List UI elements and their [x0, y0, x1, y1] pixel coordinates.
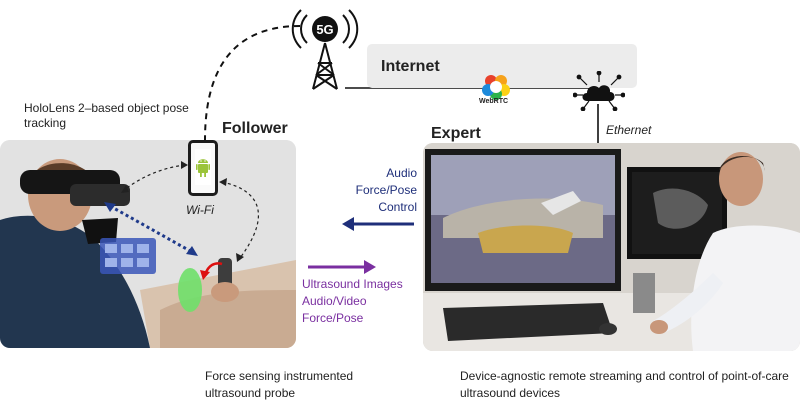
cell-tower-icon: 5G [291, 9, 359, 90]
internet-label: Internet [381, 58, 440, 75]
cloud-network-icon [573, 71, 625, 111]
stream-label-audio: Audio [386, 166, 417, 180]
expert-photo [423, 143, 800, 351]
wifi-link-headset [123, 164, 186, 191]
webrtc-label: WebRTC [479, 98, 509, 105]
stream-label-force-pose: Force/Pose [355, 183, 417, 197]
stream-label-audio-video: Audio/Video [302, 294, 367, 308]
webrtc-logo-icon [482, 75, 510, 100]
cell-label: 5G [316, 22, 333, 37]
wifi-label: Wi-Fi [186, 203, 214, 217]
wifi-link-probe [221, 181, 259, 259]
phone-screen [195, 149, 211, 185]
android-logo-icon [196, 159, 210, 177]
ethernet-label: Ethernet [606, 123, 652, 137]
stream-label-control: Control [378, 200, 417, 214]
follower-title: Follower [222, 120, 288, 137]
follower-photo [0, 140, 296, 348]
expert-title: Expert [431, 125, 481, 142]
to-follower-streams: Audio Force/Pose Control [330, 165, 417, 216]
probe-caption: Force sensing instrumented ultrasound pr… [205, 369, 354, 400]
smartphone-icon [188, 140, 218, 196]
expert-caption: Device-agnostic remote streaming and con… [460, 369, 789, 400]
stream-label-ultrasound-images: Ultrasound Images [302, 277, 403, 291]
tracking-caption: HoloLens 2–based object pose tracking [24, 101, 189, 130]
stream-label-force-pose-up: Force/Pose [302, 311, 364, 325]
to-expert-streams: Ultrasound Images Audio/Video Force/Pose [302, 276, 422, 327]
